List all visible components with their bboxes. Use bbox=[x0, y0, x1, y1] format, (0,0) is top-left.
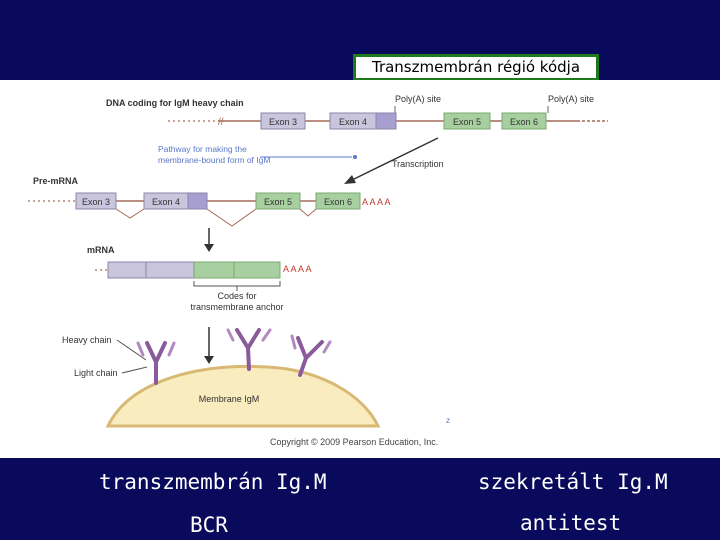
label-antibody: antitest bbox=[520, 511, 622, 535]
polya-site-label-left: Poly(A) site bbox=[395, 94, 441, 104]
dna-exon-3 bbox=[260, 112, 306, 130]
label-secreted-igm: szekretált Ig.M bbox=[478, 470, 668, 494]
dna-exon-5-label: Exon 5 bbox=[453, 117, 481, 127]
igm-antibody-2 bbox=[226, 328, 272, 371]
codes-for-line-2: transmembrane anchor bbox=[190, 302, 283, 312]
transcription-arrow bbox=[351, 137, 439, 181]
transcription-label: Transcription bbox=[392, 159, 444, 169]
label-transmembrane-igm: transzmembrán Ig.M bbox=[99, 470, 327, 494]
premrna-exon-3-label: Exon 3 bbox=[82, 197, 110, 207]
figure-panel: DNA coding for IgM heavy chain Poly(A) s… bbox=[0, 80, 720, 458]
igm-diagram: DNA coding for IgM heavy chain Poly(A) s… bbox=[28, 94, 608, 447]
premrna-exon-3 bbox=[75, 192, 117, 210]
processing-arrowhead bbox=[204, 244, 214, 252]
codes-for-line-1: Codes for bbox=[217, 291, 256, 301]
splice-line-3-4 bbox=[115, 208, 145, 219]
premrna-exon-6-label: Exon 6 bbox=[324, 197, 352, 207]
mrna-exon-3 bbox=[107, 261, 147, 279]
premrna-exon-4-tail bbox=[187, 192, 208, 210]
pathway-label-line-1: Pathway for making the bbox=[158, 144, 247, 154]
dna-exon-4-label: Exon 4 bbox=[339, 117, 367, 127]
transmembrane-bracket bbox=[193, 281, 281, 287]
premrna-exon-5-label: Exon 5 bbox=[264, 197, 292, 207]
premrna-exon-5 bbox=[255, 192, 301, 210]
premrna-polya-tail: A A A A bbox=[362, 197, 391, 207]
splice-line-4-5 bbox=[206, 208, 257, 227]
light-chain-pointer bbox=[121, 366, 148, 374]
pathway-label-line-2: membrane-bound form of IgM bbox=[158, 155, 270, 165]
splice-line-5-6 bbox=[299, 208, 317, 217]
dna-label: DNA coding for IgM heavy chain bbox=[106, 98, 244, 108]
mrna-exon-6 bbox=[233, 261, 281, 279]
dna-exon-4-tail bbox=[375, 112, 397, 130]
transmembrane-region-callout: Transzmembrán régió kódja bbox=[353, 54, 599, 81]
mrna-exon-5 bbox=[193, 261, 235, 279]
premrna-exon-6 bbox=[315, 192, 361, 210]
dna-exon-3-label: Exon 3 bbox=[269, 117, 297, 127]
cell-membrane bbox=[105, 364, 381, 428]
polya-site-label-right: Poly(A) site bbox=[548, 94, 594, 104]
light-chain-label: Light chain bbox=[74, 368, 118, 378]
igm-antibody-1 bbox=[136, 341, 176, 385]
mrna-polya-tail: A A A A bbox=[283, 264, 312, 274]
mrna-exon-4 bbox=[145, 261, 195, 279]
mrna-label: mRNA bbox=[87, 245, 115, 255]
premrna-label: Pre-mRNA bbox=[33, 176, 79, 186]
dna-break-mark: // bbox=[218, 117, 224, 128]
copyright-notice: Copyright © 2009 Pearson Education, Inc. bbox=[270, 437, 438, 447]
heavy-chain-pointer bbox=[116, 339, 147, 361]
premrna-exon-4-label: Exon 4 bbox=[152, 197, 180, 207]
corner-mark: z bbox=[446, 416, 450, 425]
dna-exon-5 bbox=[443, 112, 491, 130]
transcription-arrowhead bbox=[344, 175, 356, 184]
membrane-igm-label: Membrane IgM bbox=[199, 394, 260, 404]
heavy-chain-label: Heavy chain bbox=[62, 335, 112, 345]
igm-antibody-3 bbox=[290, 334, 332, 377]
label-bcr: BCR bbox=[190, 513, 228, 537]
dna-exon-6-label: Exon 6 bbox=[510, 117, 538, 127]
pathway-pointer-dot bbox=[353, 155, 357, 159]
dna-exon-6 bbox=[501, 112, 547, 130]
translation-arrowhead bbox=[204, 356, 214, 364]
